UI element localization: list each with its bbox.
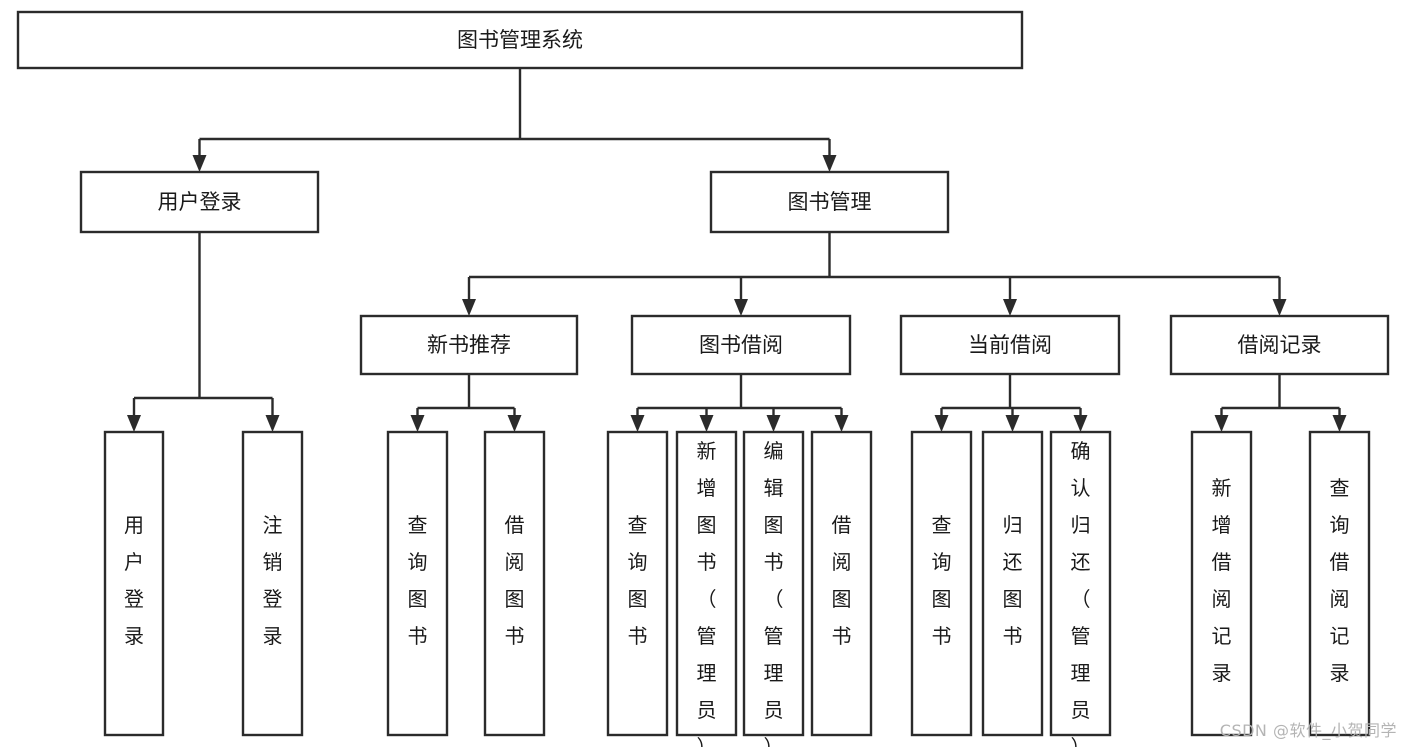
arrow-head-icon (1332, 415, 1347, 432)
arrow-head-icon (462, 299, 476, 316)
node-level3-图书借阅[interactable]: 图书借阅 (630, 314, 852, 376)
node-leaf-确认归还（管理员）[interactable]: 确认归还（管理员） (1049, 430, 1112, 747)
arrow-head-icon (1073, 415, 1088, 432)
node-leaf-归还图书[interactable]: 归还图书 (981, 430, 1044, 737)
node-leaf-编辑图书（管理员）[interactable]: 编辑图书（管理员） (742, 430, 805, 747)
arrow-head-icon (192, 155, 207, 172)
node-leaf-新增借阅记录[interactable]: 新增借阅记录 (1190, 430, 1253, 737)
node-leaf-用户登录[interactable]: 用户登录 (103, 430, 165, 737)
node-root-图书管理系统[interactable]: 图书管理系统 (16, 10, 1024, 70)
arrow-head-icon (127, 415, 141, 432)
node-leaf-查询图书[interactable]: 查询图书 (910, 430, 973, 737)
arrow-head-icon (934, 415, 949, 432)
node-label: 借阅图书 (832, 513, 852, 648)
arrow-head-icon (410, 415, 425, 432)
node-level3-借阅记录[interactable]: 借阅记录 (1169, 314, 1390, 376)
connectors-layer (127, 68, 1347, 432)
arrow-head-icon (1272, 299, 1287, 316)
node-label: 归还图书 (1003, 513, 1023, 648)
arrow-head-icon (507, 415, 522, 432)
node-leaf-查询借阅记录[interactable]: 查询借阅记录 (1308, 430, 1371, 737)
nodes-layer: 图书管理系统用户登录图书管理新书推荐图书借阅当前借阅借阅记录用户登录注销登录查询… (16, 10, 1390, 747)
node-level2-用户登录[interactable]: 用户登录 (79, 170, 320, 234)
node-leaf-新增图书（管理员）[interactable]: 新增图书（管理员） (675, 430, 738, 747)
node-label: 借阅记录 (1238, 333, 1322, 357)
node-label: 编辑图书（管理员） (764, 439, 784, 747)
node-level3-当前借阅[interactable]: 当前借阅 (899, 314, 1121, 376)
node-leaf-查询图书[interactable]: 查询图书 (606, 430, 669, 737)
arrow-head-icon (766, 415, 781, 432)
arrow-head-icon (834, 415, 849, 432)
node-label: 查询图书 (408, 513, 428, 648)
node-label: 图书管理系统 (457, 28, 583, 52)
node-label: 图书管理 (788, 190, 872, 214)
arrow-head-icon (699, 415, 714, 432)
node-level3-新书推荐[interactable]: 新书推荐 (359, 314, 579, 376)
node-label: 注销登录 (263, 513, 283, 648)
node-label: 图书借阅 (699, 333, 783, 357)
arrow-head-icon (630, 415, 645, 432)
node-level2-图书管理[interactable]: 图书管理 (709, 170, 950, 234)
node-label: 新增图书（管理员） (697, 439, 717, 747)
node-label: 新书推荐 (427, 333, 511, 357)
arrow-head-icon (1003, 299, 1017, 316)
csdn-watermark: CSDN @软件_小贺同学 (1219, 721, 1397, 740)
arrow-head-icon (734, 299, 748, 316)
node-leaf-查询图书[interactable]: 查询图书 (386, 430, 449, 737)
node-label: 查询图书 (932, 513, 952, 648)
node-label: 查询借阅记录 (1330, 476, 1350, 685)
arrow-head-icon (1005, 415, 1020, 432)
node-leaf-借阅图书[interactable]: 借阅图书 (810, 430, 873, 737)
arrow-head-icon (265, 415, 280, 432)
node-label: 查询图书 (628, 513, 648, 648)
node-label: 确认归还（管理员） (1071, 439, 1091, 747)
node-label: 借阅图书 (505, 513, 525, 648)
node-leaf-借阅图书[interactable]: 借阅图书 (483, 430, 546, 737)
node-label: 用户登录 (124, 513, 144, 648)
node-label: 新增借阅记录 (1212, 476, 1232, 685)
node-label: 用户登录 (158, 190, 242, 214)
node-leaf-注销登录[interactable]: 注销登录 (241, 430, 304, 737)
arrow-head-icon (822, 155, 837, 172)
arrow-head-icon (1214, 415, 1229, 432)
node-label: 当前借阅 (968, 333, 1052, 357)
